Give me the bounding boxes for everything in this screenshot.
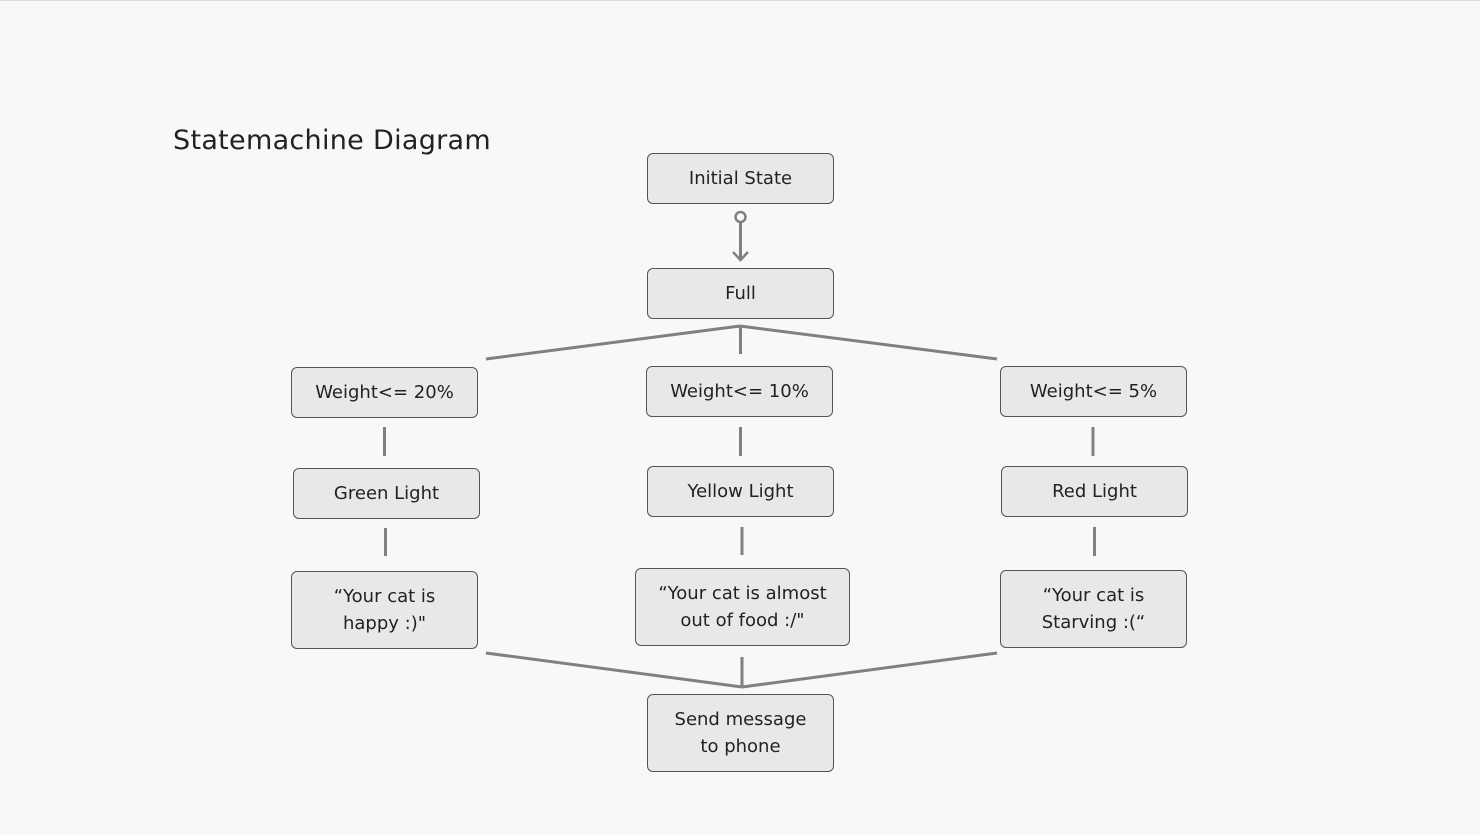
state-send-message: Send message to phone xyxy=(647,694,834,772)
edge-happy-send xyxy=(485,651,743,689)
arrowhead-icon xyxy=(732,251,749,262)
state-green-light: Green Light xyxy=(293,468,480,519)
state-message-starving: “Your cat is Starving :(“ xyxy=(1000,570,1187,648)
state-message-happy: “Your cat is happy :)" xyxy=(291,571,478,649)
state-weight-10: Weight<= 10% xyxy=(646,366,833,417)
edge-full-w5 xyxy=(739,324,998,361)
state-full: Full xyxy=(647,268,834,319)
edge-starving-send xyxy=(741,651,998,689)
state-yellow-light: Yellow Light xyxy=(647,466,834,517)
state-red-light: Red Light xyxy=(1001,466,1188,517)
edge-full-w20 xyxy=(485,324,741,361)
state-weight-20: Weight<= 20% xyxy=(291,367,478,418)
state-initial: Initial State xyxy=(647,153,834,204)
state-weight-5: Weight<= 5% xyxy=(1000,366,1187,417)
initial-pseudostate-icon xyxy=(734,210,747,224)
state-message-almost: “Your cat is almost out of food :/" xyxy=(635,568,850,646)
diagram-title: Statemachine Diagram xyxy=(173,125,492,156)
